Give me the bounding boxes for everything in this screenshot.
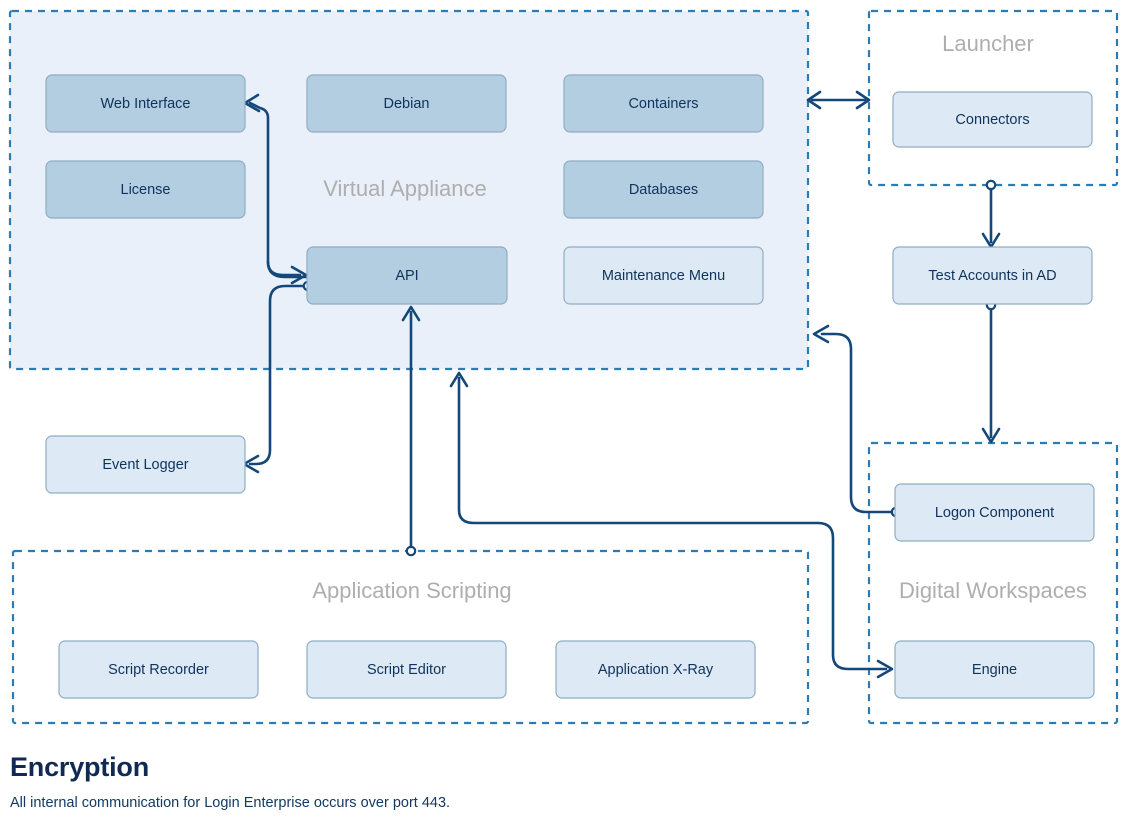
- group-title-virtual-appliance: Virtual Appliance: [323, 176, 487, 201]
- node-label-license: License: [121, 182, 171, 198]
- group-title-application-scripting: Application Scripting: [312, 578, 511, 603]
- group-title-digital-workspaces: Digital Workspaces: [899, 578, 1087, 603]
- node-label-engine: Engine: [972, 662, 1017, 678]
- node-label-connectors: Connectors: [955, 112, 1029, 128]
- footer-description: All internal communication for Login Ent…: [10, 795, 451, 811]
- node-application-x-ray[interactable]: [555, 640, 756, 699]
- node-label-logon-component: Logon Component: [935, 505, 1054, 521]
- connector-scripting-to-engine: [457, 376, 888, 671]
- arrowhead-launcher-right: [855, 90, 871, 110]
- page-title: Encryption: [10, 752, 150, 782]
- node-debian[interactable]: [306, 74, 507, 133]
- node-label-event-logger: Event Logger: [102, 457, 188, 473]
- connector-logon-to-virtual-appliance: [820, 332, 894, 514]
- arrowhead-digital-workspaces: [981, 427, 1001, 444]
- node-web-interface[interactable]: [45, 74, 246, 133]
- node-label-debian: Debian: [384, 96, 430, 112]
- arrowhead-virtual-appliance-bottom: [449, 371, 469, 388]
- node-connectors[interactable]: [892, 91, 1093, 148]
- group-title-launcher: Launcher: [942, 31, 1034, 56]
- connector-path-into-api: [266, 260, 302, 277]
- node-script-editor[interactable]: [306, 640, 507, 699]
- node-maintenance-menu[interactable]: [563, 246, 764, 305]
- connector-api-to-event-logger: [248, 284, 310, 466]
- node-license[interactable]: [45, 160, 246, 219]
- arrowhead-api-bottom: [401, 305, 421, 322]
- node-label-databases: Databases: [629, 182, 698, 198]
- node-label-maintenance-menu: Maintenance Menu: [602, 268, 725, 284]
- arrowhead-virtual-appliance-right: [812, 324, 830, 344]
- node-logon-component[interactable]: [894, 483, 1095, 542]
- node-databases[interactable]: [563, 160, 764, 219]
- node-event-logger[interactable]: [45, 435, 246, 494]
- arrowhead-va-left: [806, 90, 822, 110]
- footer-section: Encryption All internal communication fo…: [10, 752, 1110, 811]
- node-label-test-accounts-in-ad: Test Accounts in AD: [928, 268, 1056, 284]
- node-label-application-x-ray: Application X-Ray: [598, 662, 714, 678]
- diagram-canvas: Virtual Appliance Launcher Application S…: [8, 9, 1119, 725]
- node-api[interactable]: [306, 246, 508, 305]
- node-label-script-recorder: Script Recorder: [108, 662, 209, 678]
- node-label-containers: Containers: [628, 96, 698, 112]
- arrowhead-engine: [876, 659, 894, 679]
- connector-api-to-web-interface: [248, 101, 310, 279]
- node-containers[interactable]: [563, 74, 764, 133]
- node-label-script-editor: Script Editor: [367, 662, 446, 678]
- node-label-api: API: [395, 268, 418, 284]
- node-test-accounts-in-ad[interactable]: [892, 246, 1093, 305]
- node-engine[interactable]: [894, 640, 1095, 699]
- arrowhead-api-left: [290, 265, 308, 285]
- node-label-web-interface: Web Interface: [100, 96, 190, 112]
- node-script-recorder[interactable]: [58, 640, 259, 699]
